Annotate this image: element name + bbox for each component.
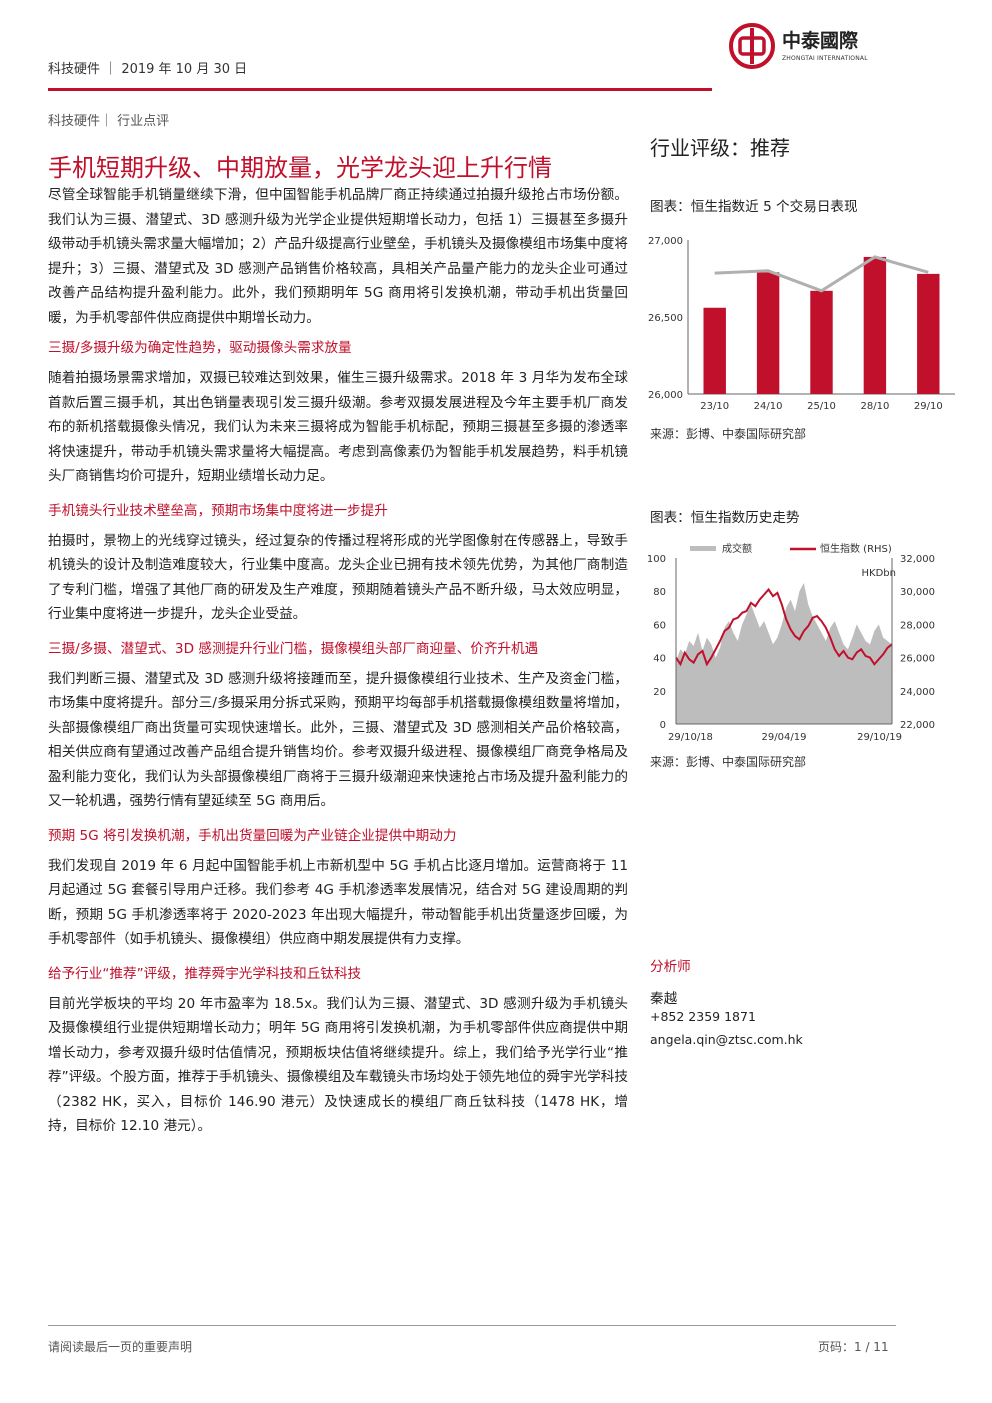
x-tick-label: 29/04/19 [762,732,807,743]
analyst-label: 分析师 [650,959,691,975]
section-heading: 手机镜头行业技术壁垒高，预期市场集中度将进一步提升 [48,502,388,519]
legend-volume-swatch [690,546,716,551]
hsi-5day-chart: 26,000 26,500 27,000 23/10 24/10 25/10 28/10 29… [648,236,955,412]
section-heading: 三摄/多摄升级为确定性趋势，驱动摄像头需求放量 [48,340,352,356]
section-heading: 预期 5G 将引发换机潮，手机出货量回暖为产业链企业提供中期动力 [48,827,457,844]
section-heading: 三摄/多摄、潜望式、3D 感测提升行业门槛，摄像模组头部厂商迎量、价齐升机遇 [48,640,539,657]
header-divider [48,88,712,91]
x-tick-label: 28/10 [860,401,889,412]
y-left-tick-label: 80 [653,587,666,598]
x-tick-label: 29/10/18 [668,732,713,743]
bar [810,290,833,394]
volume-area [676,582,892,724]
y-left-tick-label: 100 [647,554,666,565]
y-left-tick-label: 0 [660,720,666,731]
x-tick-label: 29/10/19 [857,732,902,743]
unit-label: HKDbn [862,568,896,579]
y-right-tick-label: 26,000 [900,654,935,665]
chart2-source: 来源：彭博、中泰国际研究部 [650,755,807,769]
header-separator: ｜ [104,62,118,77]
section-body: 我们判断三摄、潜望式及 3D 感测升级将接踵而至，提升摄像模组行业技术、生产及资… [48,670,628,810]
section-body: 我们发现自 2019 年 6 月起中国智能手机上市新机型中 5G 手机占比逐月增… [48,857,628,948]
bar [863,256,887,394]
y-tick-label: 26,000 [648,390,683,401]
hsi-history-chart: 成交额 恒生指数 (RHS) HKDbn 0 20 40 60 80 100 22,000 24,0… [647,542,935,743]
intro-paragraph: 尽管全球智能手机销量继续下滑，但中国智能手机品牌厂商正持续通过拍摄升级抢占市场份… [48,187,628,326]
y-tick-label: 27,000 [648,236,683,247]
x-tick-label: 23/10 [700,401,729,412]
section-body: 拍摄时，景物上的光线穿过镜头，经过复杂的传播过程将形成的光学图像射在传感器上，导… [48,532,628,623]
legend-index-label: 恒生指数 (RHS) [820,542,892,555]
y-left-tick-label: 20 [653,687,666,698]
industry-rating: 行业评级：推荐 [650,136,790,160]
logo-name-en: ZHONGTAI INTERNATIONAL [782,55,868,62]
footer-disclaimer: 请阅读最后一页的重要声明 [48,1340,193,1354]
bar [756,272,780,394]
footer-divider [48,1325,896,1326]
y-right-tick-label: 24,000 [900,687,935,698]
analyst-email[interactable]: angela.qin@ztsc.com.hk [650,1032,803,1047]
bar [917,273,940,394]
chart1-source: 来源：彭博、中泰国际研究部 [650,427,807,441]
y-left-tick-label: 60 [653,620,666,631]
trend-line [714,255,929,293]
analyst-name: 秦越 [650,991,678,1007]
company-logo: 中泰國際 ZHONGTAI INTERNATIONAL [728,22,888,70]
y-right-tick-label: 28,000 [900,620,935,631]
y-left-tick-label: 40 [653,654,666,665]
section-body: 目前光学板块的平均 20 年市盈率为 18.5x。我们认为三摄、潜望式、3D 感… [48,995,628,1135]
bar [703,307,726,394]
section-heading: 给予行业“推荐”评级，推荐舜宇光学科技和丘钛科技 [48,965,362,982]
y-tick-label: 26,500 [648,313,683,324]
y-right-tick-label: 30,000 [900,587,935,598]
index-line [675,587,893,667]
header-sector: 科技硬件 [48,62,101,77]
header-date: 2019 年 10 月 30 日 [121,62,248,77]
report-header: 科技硬件 ｜ 2019 年 10 月 30 日 [48,58,247,77]
x-tick-label: 29/10 [914,401,943,412]
logo-emblem-icon [729,23,775,69]
y-right-tick-label: 32,000 [900,554,935,565]
chart2-title: 图表：恒生指数历史走势 [650,510,800,526]
chart1-title: 图表：恒生指数近 5 个交易日表现 [650,199,858,215]
y-right-tick-label: 22,000 [900,720,935,731]
page-number: 页码：1 / 11 [818,1340,889,1354]
section-body: 随着拍摄场景需求增加，双摄已较难达到效果，催生三摄升级需求。2018 年 3 月… [48,370,628,484]
x-tick-label: 24/10 [754,401,783,412]
x-tick-label: 25/10 [807,401,836,412]
legend-volume-label: 成交额 [722,542,752,555]
report-title: 手机短期升级、中期放量，光学龙头迎上升行情 [48,154,552,182]
main-content: 尽管全球智能手机销量继续下滑，但中国智能手机品牌厂商正持续通过拍摄升级抢占市场份… [48,183,628,1139]
report-category: 科技硬件｜ 行业点评 [48,114,170,129]
logo-name-cn: 中泰國際 [782,30,859,52]
analyst-phone: +852 2359 1871 [650,1009,756,1024]
